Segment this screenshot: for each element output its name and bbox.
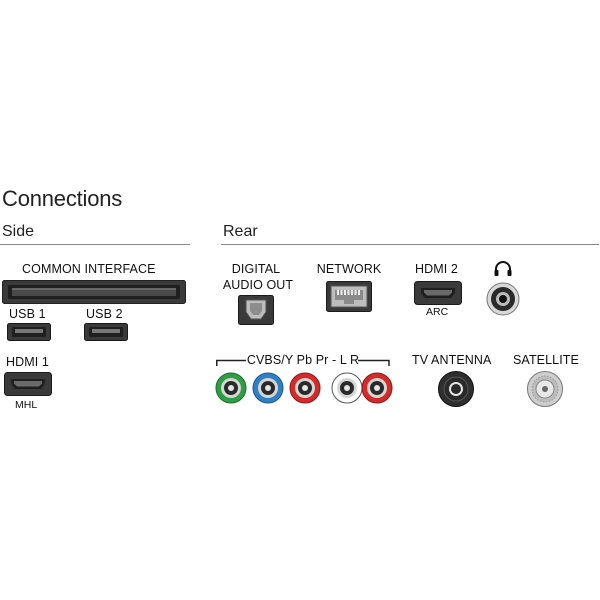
hdmi2-label: HDMI 2 [415, 262, 458, 276]
common-interface-label: COMMON INTERFACE [22, 262, 156, 276]
rca-audio-red-jack-icon [361, 372, 393, 404]
section-rear-heading: Rear [223, 223, 258, 240]
hdmi1-mhl-label: MHL [15, 399, 38, 411]
tv-antenna-port-icon [438, 371, 474, 407]
rca-red-jack-icon [289, 372, 321, 404]
usb2-label: USB 2 [86, 307, 123, 321]
hdmi1-port-icon [4, 372, 52, 396]
usb2-port-icon [84, 323, 128, 341]
common-interface-slot-icon [2, 280, 186, 304]
tv-antenna-label: TV ANTENNA [412, 353, 492, 367]
rca-white-jack-icon [331, 372, 363, 404]
hdmi2-port-icon [414, 281, 462, 305]
headphone-jack-icon [486, 282, 520, 316]
satellite-label: SATELLITE [513, 353, 579, 367]
rca-blue-jack-icon [252, 372, 284, 404]
rca-jacks-group [215, 372, 393, 404]
av-group-label: CVBS/Y Pb Pr - L R [246, 353, 360, 367]
side-divider [0, 244, 190, 245]
hdmi2-arc-label: ARC [426, 306, 449, 318]
satellite-port-icon [527, 371, 563, 407]
hdmi1-label: HDMI 1 [6, 355, 49, 369]
usb1-label: USB 1 [9, 307, 46, 321]
page-title: Connections [2, 186, 123, 211]
digital-label: DIGITAL [231, 262, 281, 276]
rca-green-jack-icon [215, 372, 247, 404]
audio-out-label: AUDIO OUT [222, 278, 294, 292]
headphone-icon [494, 261, 512, 276]
rear-divider [221, 244, 599, 245]
usb1-port-icon [7, 323, 51, 341]
optical-audio-port-icon [238, 295, 274, 325]
av-group-bracket [216, 359, 390, 366]
ethernet-port-icon [326, 281, 372, 312]
section-side-heading: Side [2, 223, 35, 240]
network-label: NETWORK [316, 262, 382, 276]
